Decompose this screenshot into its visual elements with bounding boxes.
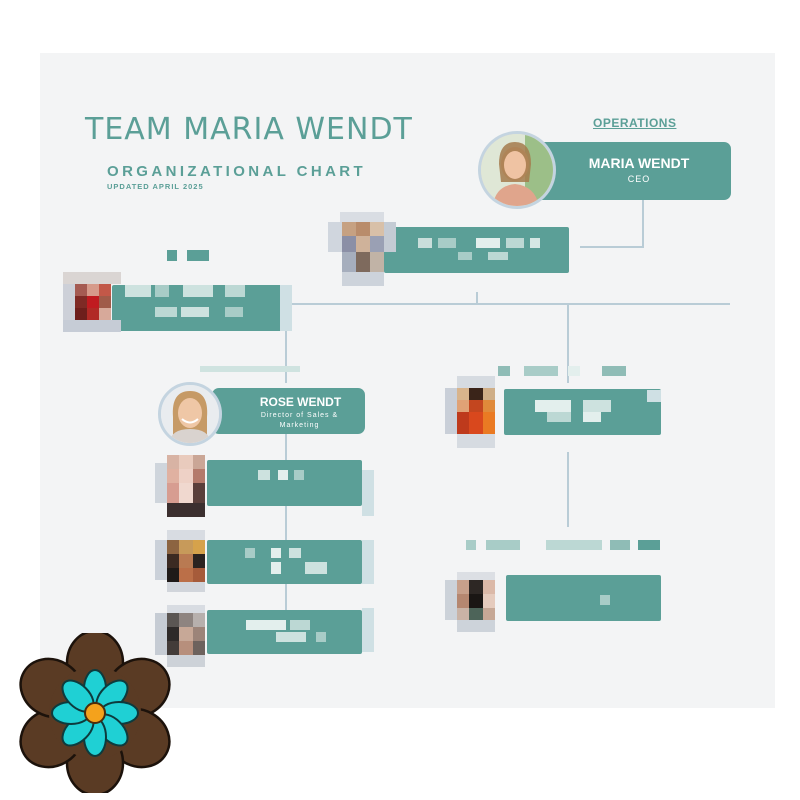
operations-label: OPERATIONS [593,116,677,130]
connector-ceo-left [580,246,644,248]
updated-date: UPDATED APRIL 2025 [107,182,204,191]
connector-right-column [567,452,569,527]
connector-main-horizontal [290,303,730,305]
right-branch-avatar-1 [445,376,507,448]
director-role: Director of Sales & Marketing [260,412,339,429]
director-name: ROSE WENDT [259,395,342,409]
left-column-node-1[interactable] [207,460,362,506]
left-column-avatar-1 [155,455,215,517]
director-node[interactable]: ROSE WENDT Director of Sales & Marketing [212,388,365,434]
right-branch-node-2[interactable] [506,575,661,621]
level3-avatar [63,272,121,332]
left-column-node-2[interactable] [207,540,362,584]
connector-ceo-down [642,200,644,248]
page-title: TEAM MARIA WENDT [85,112,413,147]
chart-subtitle: ORGANIZATIONAL CHART [107,163,367,180]
left-column-avatar-2 [155,530,215,592]
level2-avatar [328,212,396,286]
right-branch-avatar-2 [445,572,507,632]
connector-main-tick [476,292,478,304]
connector-left-branch [285,303,287,383]
left-column-avatar-3 [155,605,215,667]
connector-left-column [285,432,287,632]
flower-center [84,702,106,724]
ceo-role: CEO [627,174,651,184]
right-branch-node-1[interactable] [504,389,661,435]
connector-right-branch [567,303,569,383]
flower-petals-inner [51,669,139,757]
ceo-node[interactable]: MARIA WENDT CEO [535,142,731,200]
level2-node[interactable] [384,227,569,273]
flower-logo [19,633,171,793]
director-avatar [158,382,222,446]
ceo-avatar [478,131,556,209]
ceo-name: MARIA WENDT [588,155,690,171]
